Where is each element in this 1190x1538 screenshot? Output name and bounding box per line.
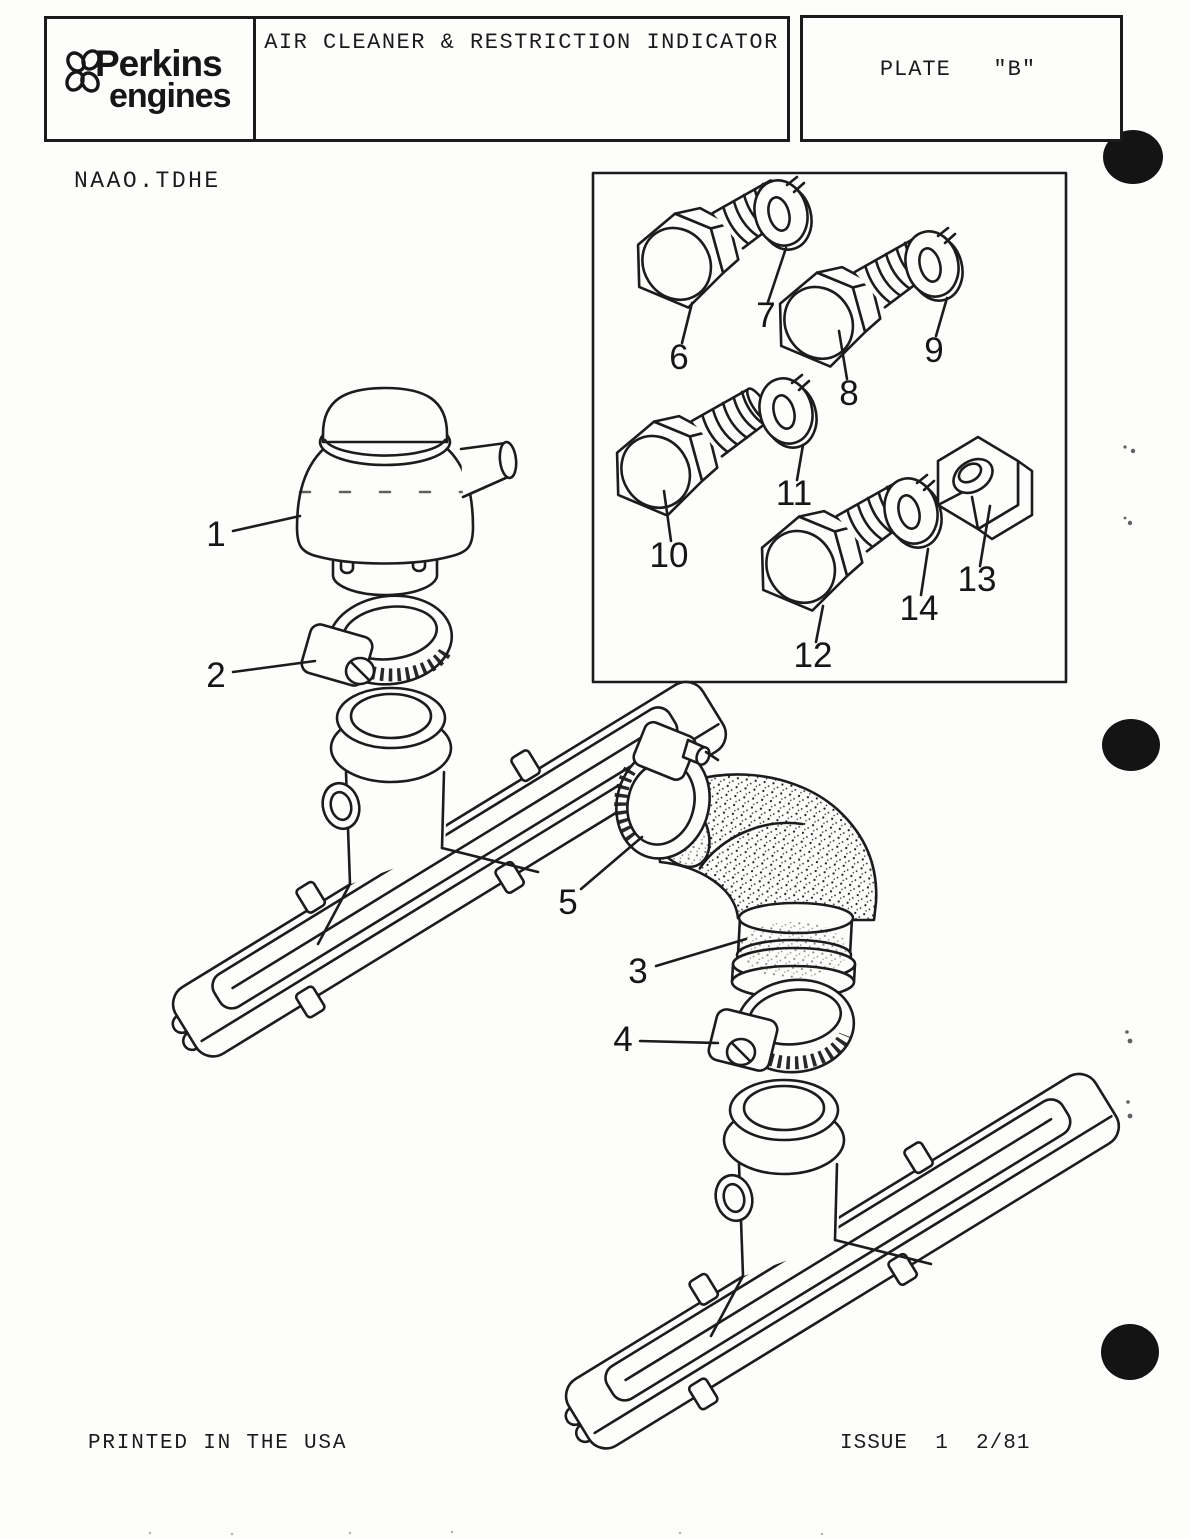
header-box: Perkins engines AIR CLEANER & RESTRICTIO… (44, 16, 790, 142)
hose-clamp-2 (300, 594, 454, 687)
air-cleaner (295, 386, 518, 597)
callout-1: 1 (206, 515, 226, 554)
callout-14: 14 (899, 589, 939, 628)
nut-13 (936, 435, 1034, 541)
callout-11: 11 (775, 474, 813, 513)
scan-specks (148, 445, 1136, 1536)
hose-clamp-4 (707, 978, 856, 1074)
plate-box: PLATE "B" (800, 15, 1123, 142)
hose-clamp-5 (614, 720, 720, 860)
callout-7: 7 (756, 296, 776, 335)
perkins-monogram-icon (65, 49, 101, 93)
callout-10: 10 (649, 536, 689, 575)
hardware-inset-box (591, 171, 1068, 684)
callout-8: 8 (839, 374, 859, 413)
callout-4: 4 (613, 1020, 633, 1059)
bolt-10 (594, 364, 789, 534)
spring-washer-11 (751, 371, 825, 455)
page-title: AIR CLEANER & RESTRICTION INDICATOR (264, 30, 779, 55)
spring-washer-9 (897, 224, 971, 308)
punch-hole-middle (1102, 719, 1160, 771)
callout-3: 3 (628, 952, 648, 991)
issue-note: ISSUE 1 2/81 (840, 1432, 1031, 1455)
intake-manifold-upper (144, 653, 743, 1083)
intake-manifold-lower (537, 1045, 1136, 1475)
callout-12: 12 (793, 636, 833, 675)
punch-hole-top (1103, 130, 1163, 184)
callout-13: 13 (957, 560, 997, 599)
plate-label: PLATE "B" (879, 57, 1037, 82)
punch-hole-bottom (1101, 1324, 1159, 1380)
callout-2: 2 (206, 656, 226, 695)
doc-code: NAAO.TDHE (74, 168, 221, 194)
printed-in-note: PRINTED IN THE USA (88, 1432, 348, 1455)
callout-leader-lines (231, 246, 992, 1045)
callout-6: 6 (669, 338, 689, 377)
brand-line2: engines (109, 77, 231, 115)
punch-holes (1101, 130, 1163, 1380)
callout-5: 5 (558, 883, 578, 922)
callout-9: 9 (924, 331, 944, 370)
brand-cell: Perkins engines (47, 19, 256, 139)
brand-line1: Perkins (95, 43, 223, 84)
